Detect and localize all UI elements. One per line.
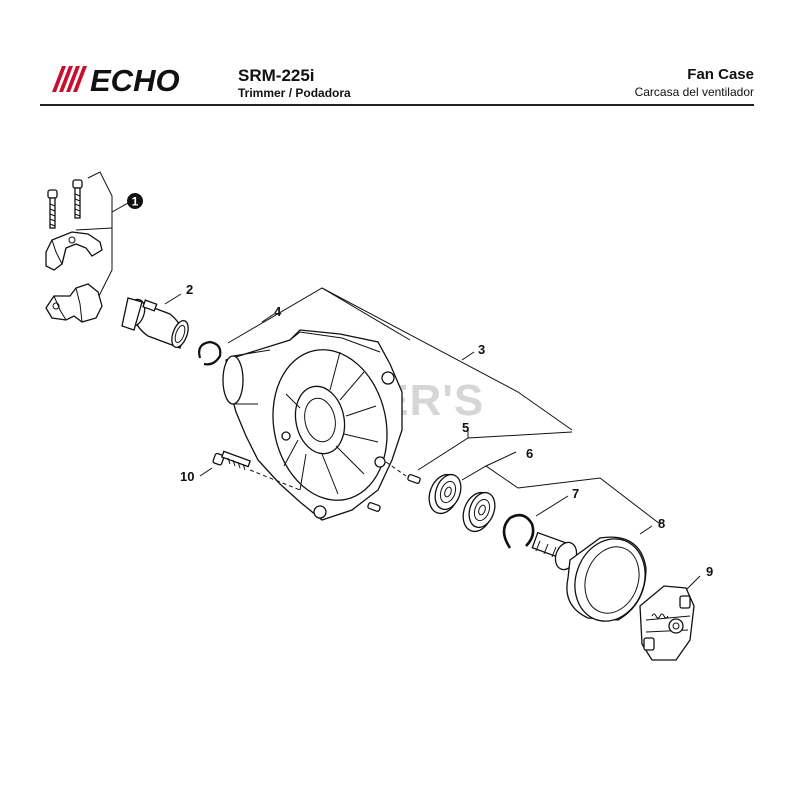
callout-7: 7 [572,486,579,501]
bracket-5 [417,431,573,471]
callout-1-badge [127,193,143,209]
callout-5: 5 [462,420,469,435]
snap-ring-small [198,340,222,366]
callout-6: 6 [526,446,533,461]
screw-left [47,189,58,229]
bearing-5 [428,473,462,515]
collar-sleeve [121,297,189,349]
leader-1b [75,227,113,231]
dowel-pin-upper [407,474,421,484]
leader-2 [164,293,182,305]
clutch-shoe [639,585,695,661]
pin-guide [385,461,407,477]
leader-6 [485,451,517,467]
snap-ring-7 [502,513,535,549]
bracket-6 [461,465,519,489]
leader-9 [685,575,701,591]
bolt-guide [249,469,301,491]
callout-3: 3 [478,342,485,357]
leader-3 [461,351,475,361]
leader-4 [261,313,275,323]
leader-1 [111,202,129,213]
clamp-lower [45,283,103,323]
fan-case-housing [222,329,403,521]
callout-10: 10 [180,469,194,484]
callout-8: 8 [658,516,665,531]
callout-1: 1 [132,195,139,209]
clutch-drum [531,531,647,622]
callout-2: 2 [186,282,193,297]
clamp-upper [45,231,103,271]
bearing-6 [462,491,496,533]
leader-10 [199,467,213,477]
model-name: SRM-225i [238,66,315,85]
leader-8 [639,525,653,535]
echo-logo: ECHO [52,64,180,94]
header-rule [40,104,754,106]
callout-9: 9 [706,564,713,579]
section-title: Fan Case [687,66,754,83]
bolt-10 [212,450,252,471]
screw-right [72,179,83,219]
logo-text: ECHO [90,64,180,94]
model-subtitle: Trimmer / Podadora [238,86,351,100]
bracket-3 [321,287,573,431]
bracket-1 [87,171,113,299]
header: ECHO SRM-225i Trimmer / Podadora Fan Cas… [40,60,754,106]
bracket-8 [517,477,661,525]
callout-4: 4 [274,304,282,319]
leader-7 [535,495,569,517]
section-title-es: Carcasa del ventilador [634,85,754,99]
dowel-pin-lower [367,502,381,512]
